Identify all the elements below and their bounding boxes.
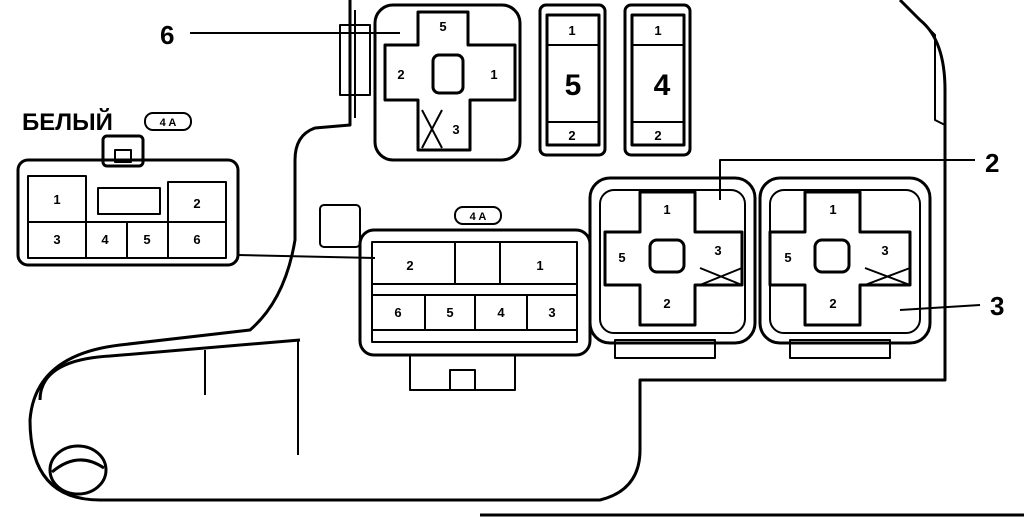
callout-2-line [719, 159, 975, 200]
relay-a-pin-1: 1 [663, 202, 670, 217]
relay-a-coil [648, 238, 686, 274]
center-connector-pin-2: 2 [406, 258, 413, 273]
left-connector-housing [16, 158, 240, 267]
relay-b-pin-3: 3 [881, 243, 888, 258]
relay-a-pin-2: 2 [663, 296, 670, 311]
top-relay-pin-1: 1 [490, 67, 497, 82]
relay-a-pin-5: 5 [618, 250, 625, 265]
top-relay-pin-5: 5 [439, 19, 446, 34]
left-connector-pin-1: 1 [53, 192, 60, 207]
connector-code-tag-center: 4 A [454, 206, 502, 225]
housing-outline [28, 0, 947, 502]
callout-3: 3 [990, 291, 1004, 321]
relay-b-housing [758, 176, 932, 345]
relay-4-pin-1: 1 [654, 23, 661, 38]
connector-leader-line [237, 254, 376, 259]
relay-b-coil [813, 238, 851, 274]
relay-5-housing [538, 3, 607, 157]
relay-5-pin-2: 2 [568, 128, 575, 143]
center-connector-housing [358, 228, 592, 357]
relay-b-pin-2: 2 [829, 296, 836, 311]
center-connector-pin-5: 5 [446, 305, 453, 320]
mounting-bracket [38, 338, 301, 401]
center-connector-pin-4: 4 [497, 305, 505, 320]
relay-4-housing [623, 3, 692, 157]
callout-6: 6 [160, 20, 174, 50]
connector-code-tag-left: 4 A [144, 112, 192, 131]
center-connector-pin-6: 6 [394, 305, 401, 320]
center-connector-pin-3: 3 [548, 305, 555, 320]
relay-a-housing [588, 176, 757, 345]
top-relay-coil [431, 53, 465, 95]
svg-text:4 A: 4 A [470, 211, 487, 223]
callout-3-line [899, 304, 981, 311]
left-connector-pin-5: 5 [143, 232, 150, 247]
relay-5-pin-1: 1 [568, 23, 575, 38]
center-connector-pin-1: 1 [536, 258, 543, 273]
relay-b-pin-5: 5 [784, 250, 791, 265]
relay-5-label: 5 [565, 69, 582, 102]
top-relay-pin-2: 2 [397, 67, 404, 82]
relay-4-label: 4 [654, 69, 671, 102]
callout-2: 2 [985, 148, 999, 178]
top-relay-pin-3: 3 [452, 122, 459, 137]
relay-b-pin-1: 1 [829, 202, 836, 217]
svg-text:4 A: 4 A [160, 117, 177, 129]
relay-a-pin-3: 3 [714, 243, 721, 258]
left-connector-pin-4: 4 [101, 232, 109, 247]
white-connector-label: БЕЛЫЙ [22, 108, 113, 136]
relay-4-pin-2: 2 [654, 128, 661, 143]
left-connector-pin-2: 2 [193, 196, 200, 211]
top-relay-housing [373, 3, 522, 162]
mounting-hole [48, 444, 108, 496]
left-connector-pin-3: 3 [53, 232, 60, 247]
left-connector-pin-6: 6 [193, 232, 200, 247]
